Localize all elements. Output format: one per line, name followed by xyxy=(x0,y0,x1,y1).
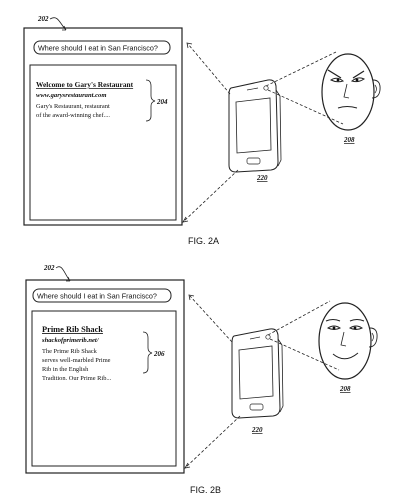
arrow-head xyxy=(186,42,193,49)
result-panel xyxy=(31,310,177,467)
device-ref-label: 220 xyxy=(251,426,263,434)
link-arrow xyxy=(189,295,233,343)
result-url[interactable]: www.garysrestaurant.com xyxy=(36,92,106,99)
face-ref-label: 208 xyxy=(339,385,351,393)
link-arrow xyxy=(182,169,239,223)
figure-caption: FIG. 2A xyxy=(188,236,219,246)
camera-sightline xyxy=(265,51,337,87)
result-snippet-line: Tradition. Our Prime Rib... xyxy=(42,375,112,382)
camera-sightline xyxy=(269,338,340,371)
result-snippet-line: The Prime Rib Shack xyxy=(42,348,98,355)
camera-sightline xyxy=(267,300,331,336)
result-snippet-line: of the award-winning chef.... xyxy=(36,112,110,119)
arrow-head xyxy=(188,294,195,301)
result-ref-label: 204 xyxy=(156,98,168,106)
result-panel xyxy=(29,64,177,221)
figure-caption: FIG. 2B xyxy=(190,485,221,495)
window-ref-label: 202 xyxy=(37,15,49,23)
user-face-frowning xyxy=(321,53,381,131)
result-snippet-line: Gary's Restaurant, restaurant xyxy=(36,103,110,110)
result-snippet-line: Rib in the English xyxy=(42,366,89,373)
result-title[interactable]: Prime Rib Shack xyxy=(42,325,103,334)
camera-sightline xyxy=(267,89,344,125)
window-ref-leader xyxy=(55,266,71,282)
phone-device xyxy=(231,328,284,419)
query-box[interactable] xyxy=(32,288,172,303)
query-box[interactable] xyxy=(33,40,171,55)
user-face-smiling xyxy=(318,302,378,380)
device-ref-label: 220 xyxy=(256,174,268,182)
result-bracket xyxy=(142,331,153,374)
face-ref-label: 208 xyxy=(343,136,355,144)
link-arrow xyxy=(184,415,241,469)
phone-device xyxy=(228,79,282,173)
browser-window xyxy=(25,279,185,474)
arrow-head xyxy=(182,216,189,223)
figure-2a: 202 Where should I eat in San Francisco?… xyxy=(23,15,381,246)
result-title[interactable]: Welcome to Gary's Restaurant xyxy=(36,80,134,89)
browser-window xyxy=(23,27,183,226)
result-url[interactable]: shackofprimerib.net/ xyxy=(41,337,100,344)
link-arrow xyxy=(187,43,231,95)
query-text: Where should I eat in San Francisco? xyxy=(37,292,157,301)
arrow-head xyxy=(184,462,191,469)
figure-2b: 202 Where should I eat in San Francisco?… xyxy=(25,264,378,495)
result-snippet-line: serves well-marbled Prime xyxy=(42,357,111,364)
window-ref-leader xyxy=(49,17,67,31)
result-ref-label: 206 xyxy=(153,350,165,358)
result-bracket xyxy=(145,79,156,122)
query-text: Where should I eat in San Francisco? xyxy=(38,44,158,53)
window-ref-label: 202 xyxy=(43,264,55,272)
